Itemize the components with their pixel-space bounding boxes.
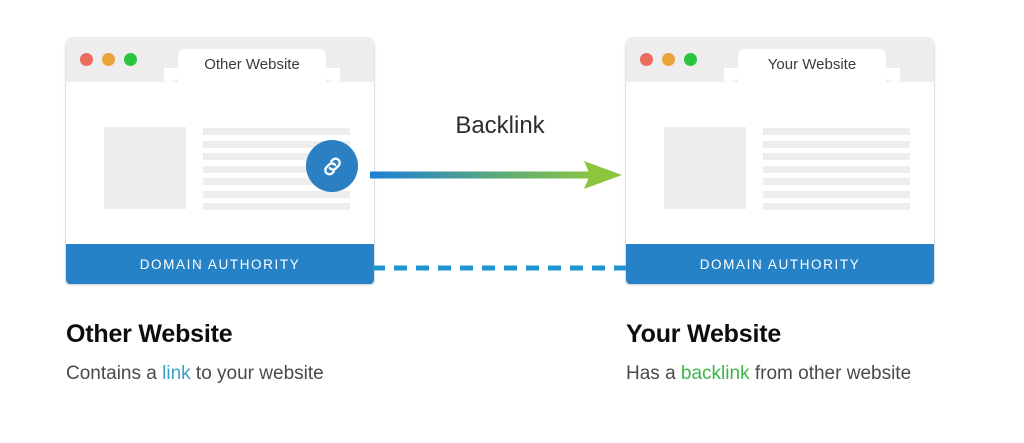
caption-your-website: Your Website Has a backlink from other w… (626, 320, 911, 385)
caption-sub-prefix-right: Has a (626, 363, 681, 384)
text-line (763, 165, 910, 173)
caption-sub-suffix-left: to your website (190, 363, 324, 384)
text-line (763, 178, 910, 185)
close-red-dot-icon[interactable] (640, 53, 653, 66)
text-line (203, 128, 350, 135)
image-placeholder-right (664, 127, 746, 209)
caption-subtitle-right: Has a backlink from other website (626, 363, 911, 385)
text-line (763, 128, 910, 135)
close-red-dot-icon[interactable] (80, 53, 93, 66)
text-line (203, 153, 350, 160)
text-line (203, 165, 350, 173)
domain-authority-label-left: DOMAIN AUTHORITY (139, 256, 301, 272)
browser-chrome-bar-left: Other Website (66, 38, 374, 82)
backlink-label: Backlink (455, 112, 545, 139)
caption-sub-suffix-right: from other website (749, 363, 912, 384)
minimize-yellow-dot-icon[interactable] (662, 53, 675, 66)
browser-tab-title-right: Your Website (767, 56, 857, 73)
text-line (203, 190, 350, 198)
browser-tab-your-website[interactable]: Your Website (724, 49, 900, 82)
backlink-arrow-icon (370, 161, 622, 189)
content-row-right (664, 127, 910, 210)
link-icon (323, 157, 341, 175)
traffic-lights-left (80, 53, 137, 66)
caption-title-right: Your Website (626, 320, 782, 348)
text-line (763, 153, 910, 160)
caption-backlink-highlight[interactable]: backlink (680, 363, 750, 384)
domain-authority-label-right: DOMAIN AUTHORITY (699, 256, 861, 272)
page-body-left (66, 82, 374, 244)
domain-authority-bar-left: DOMAIN AUTHORITY (66, 244, 374, 284)
backlink-arrow (370, 158, 626, 192)
text-line (763, 140, 910, 148)
text-line (763, 190, 910, 198)
domain-authority-dashed-connector (372, 258, 626, 271)
maximize-green-dot-icon[interactable] (124, 53, 137, 66)
caption-sub-prefix-left: Contains a (66, 363, 163, 384)
browser-chrome-bar-right: Your Website (626, 38, 934, 82)
text-placeholder-lines-right (763, 127, 910, 210)
browser-tab-other-website[interactable]: Other Website (164, 49, 340, 82)
caption-other-website: Other Website Contains a link to your we… (66, 320, 324, 385)
page-body-right (626, 82, 934, 244)
browser-tab-title-left: Other Website (204, 56, 300, 73)
dashed-line-icon (372, 265, 626, 271)
caption-subtitle-left: Contains a link to your website (66, 363, 324, 385)
minimize-yellow-dot-icon[interactable] (102, 53, 115, 66)
text-line (763, 203, 910, 210)
domain-authority-bar-right: DOMAIN AUTHORITY (626, 244, 934, 284)
text-placeholder-lines-left (203, 127, 350, 210)
traffic-lights-right (640, 53, 697, 66)
text-line (203, 140, 350, 148)
caption-title-left: Other Website (66, 320, 233, 348)
maximize-green-dot-icon[interactable] (684, 53, 697, 66)
link-icon-badge[interactable] (306, 140, 358, 192)
caption-link-highlight[interactable]: link (162, 363, 191, 384)
text-line (203, 203, 350, 210)
content-row-left (104, 127, 358, 210)
browser-window-your-website: Your Website DOMAIN AUTHORITY (626, 38, 934, 284)
text-line (203, 178, 350, 185)
image-placeholder-left (104, 127, 186, 209)
browser-window-other-website: Other Website (66, 38, 374, 284)
